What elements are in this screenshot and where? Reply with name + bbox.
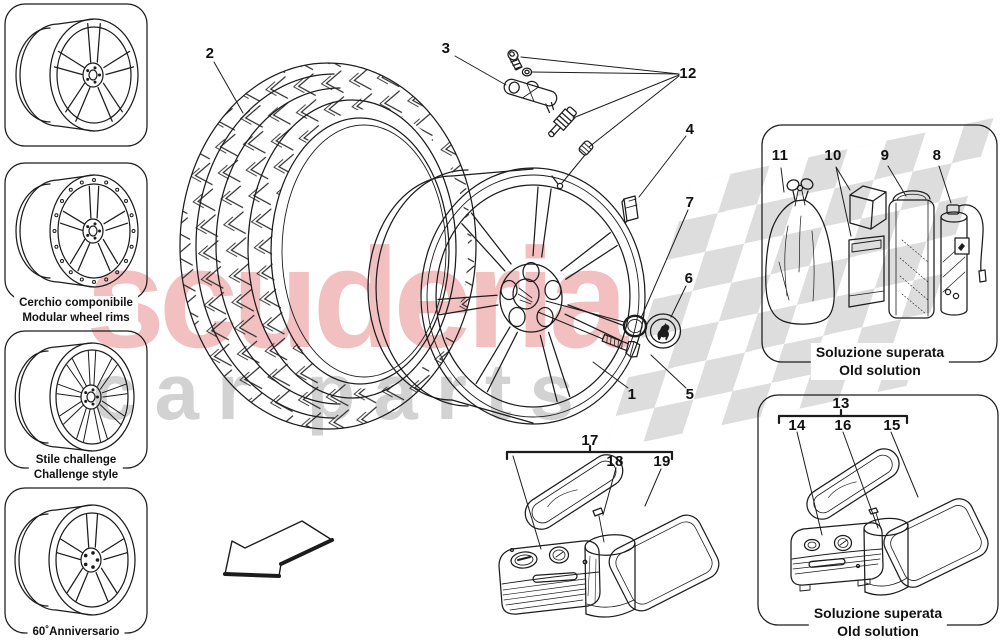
callout-2: 2 bbox=[205, 45, 215, 62]
kit-compressor-body bbox=[498, 507, 636, 618]
kit-spray-can bbox=[940, 204, 987, 316]
wheel-style-box-standard bbox=[4, 3, 148, 147]
label-line: Soluzione superata bbox=[813, 605, 943, 621]
valve-stem bbox=[548, 106, 577, 138]
label-old-solution-kit: Soluzione superata Old solution bbox=[810, 343, 950, 380]
label-line: Soluzione superata bbox=[815, 344, 945, 360]
direction-arrow bbox=[223, 520, 334, 578]
callout-19: 19 bbox=[653, 453, 671, 470]
label-line: Challenge style bbox=[33, 468, 119, 481]
old-solution-compressor-panel bbox=[757, 394, 999, 626]
wheel-anniversary-illustration bbox=[14, 504, 136, 616]
callout-15: 15 bbox=[883, 417, 901, 434]
label-line: Stile challenge bbox=[35, 454, 117, 466]
o-ring-icon bbox=[622, 314, 648, 338]
old-solution-kit-panel bbox=[761, 124, 998, 363]
label-60-anniversario: 60˚Anniversario bbox=[27, 625, 125, 640]
callout-11: 11 bbox=[771, 147, 789, 164]
washer-icon bbox=[521, 67, 533, 77]
valve-cap-icon bbox=[578, 140, 594, 156]
callout-1: 1 bbox=[627, 386, 637, 403]
label-line: 60˚Anniversario bbox=[32, 626, 120, 638]
wheel-challenge-illustration bbox=[14, 342, 135, 452]
callout-17: 17 bbox=[581, 432, 599, 449]
kit-container bbox=[888, 190, 935, 319]
wheel-style-box-anniversary bbox=[4, 487, 148, 634]
callout-6: 6 bbox=[684, 270, 694, 287]
leader-lines-main bbox=[213, 55, 689, 389]
wheel-style-box-modular bbox=[4, 162, 148, 301]
callout-14: 14 bbox=[788, 417, 806, 434]
tyre-illustration bbox=[179, 62, 477, 430]
wheel-standard-illustration bbox=[15, 18, 139, 132]
balance-clip bbox=[621, 195, 639, 224]
callout-5: 5 bbox=[685, 386, 695, 403]
label-old-solution-compressor: Soluzione superata Old solution bbox=[808, 604, 948, 641]
callout-3: 3 bbox=[441, 40, 451, 57]
label-modular-wheel-rims: Cerchio componibile Modular wheel rims bbox=[14, 296, 138, 326]
kit-lid bbox=[524, 454, 624, 530]
wheel-rim-illustration bbox=[367, 167, 646, 425]
label-line: Modular wheel rims bbox=[22, 311, 130, 324]
screw-icon bbox=[507, 49, 523, 71]
wheel-bolt-icon bbox=[601, 333, 641, 358]
callout-12: 12 bbox=[679, 65, 697, 82]
wheel-modular-illustration bbox=[15, 174, 139, 288]
callout-4: 4 bbox=[685, 121, 695, 138]
kit-case bbox=[608, 514, 720, 612]
callout-18: 18 bbox=[606, 453, 624, 470]
hub-cap-ferrari bbox=[644, 313, 682, 349]
callout-9: 9 bbox=[880, 147, 890, 164]
callout-16: 16 bbox=[834, 417, 852, 434]
callout-7: 7 bbox=[685, 194, 695, 211]
callout-13: 13 bbox=[832, 395, 850, 412]
label-challenge-style: Stile challenge Challenge style bbox=[28, 453, 124, 483]
watermark-brand: scuderia bbox=[86, 219, 628, 378]
callout-10: 10 bbox=[824, 147, 842, 164]
label-line: Cerchio componibile bbox=[19, 297, 133, 309]
prancing-horse-icon bbox=[657, 323, 670, 341]
kit-box bbox=[848, 185, 887, 308]
callout-8: 8 bbox=[932, 147, 942, 164]
tpms-sensor bbox=[503, 78, 558, 114]
old-lid bbox=[806, 448, 900, 520]
old-case bbox=[883, 498, 989, 588]
label-line: Old solution bbox=[839, 362, 921, 379]
wheel-style-box-challenge bbox=[4, 330, 148, 469]
kit-bag bbox=[765, 178, 835, 325]
old-compressor-body bbox=[790, 507, 909, 596]
compressor-kit bbox=[498, 444, 720, 618]
label-line: Old solution bbox=[837, 623, 919, 640]
